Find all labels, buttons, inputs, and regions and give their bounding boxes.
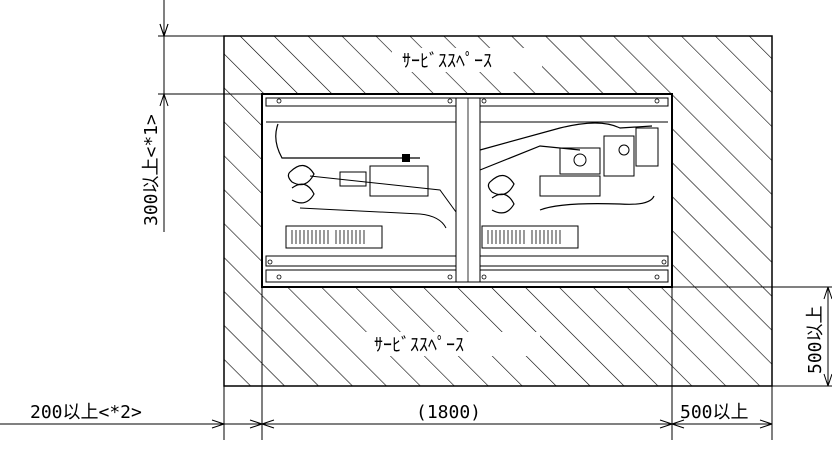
service-space-top-label: ｻｰﾋﾞｽｽﾍﾟｰｽ [402,51,492,72]
outdoor-unit [261,93,673,288]
service-space-bottom-label: ｻｰﾋﾞｽｽﾍﾟｰｽ [374,335,464,356]
dim-left-bottom-label: 200以上<*2> [30,402,142,423]
dim-right-vertical-label: 500以上 [805,305,826,374]
dim-right-bottom-label: 500以上 [680,402,749,423]
dim-left-vertical-label: 300以上<*1> [141,114,162,226]
service-space-top-bg [392,48,542,72]
dim-width-label: (1800) [416,402,481,423]
dimension-bottom: 200以上<*2> (1800) 500以上 [0,287,773,440]
dimension-right-vertical: 500以上 [672,286,832,387]
dimension-left-vertical: 300以上<*1> [141,0,262,232]
service-space-bottom-bg [364,332,540,356]
